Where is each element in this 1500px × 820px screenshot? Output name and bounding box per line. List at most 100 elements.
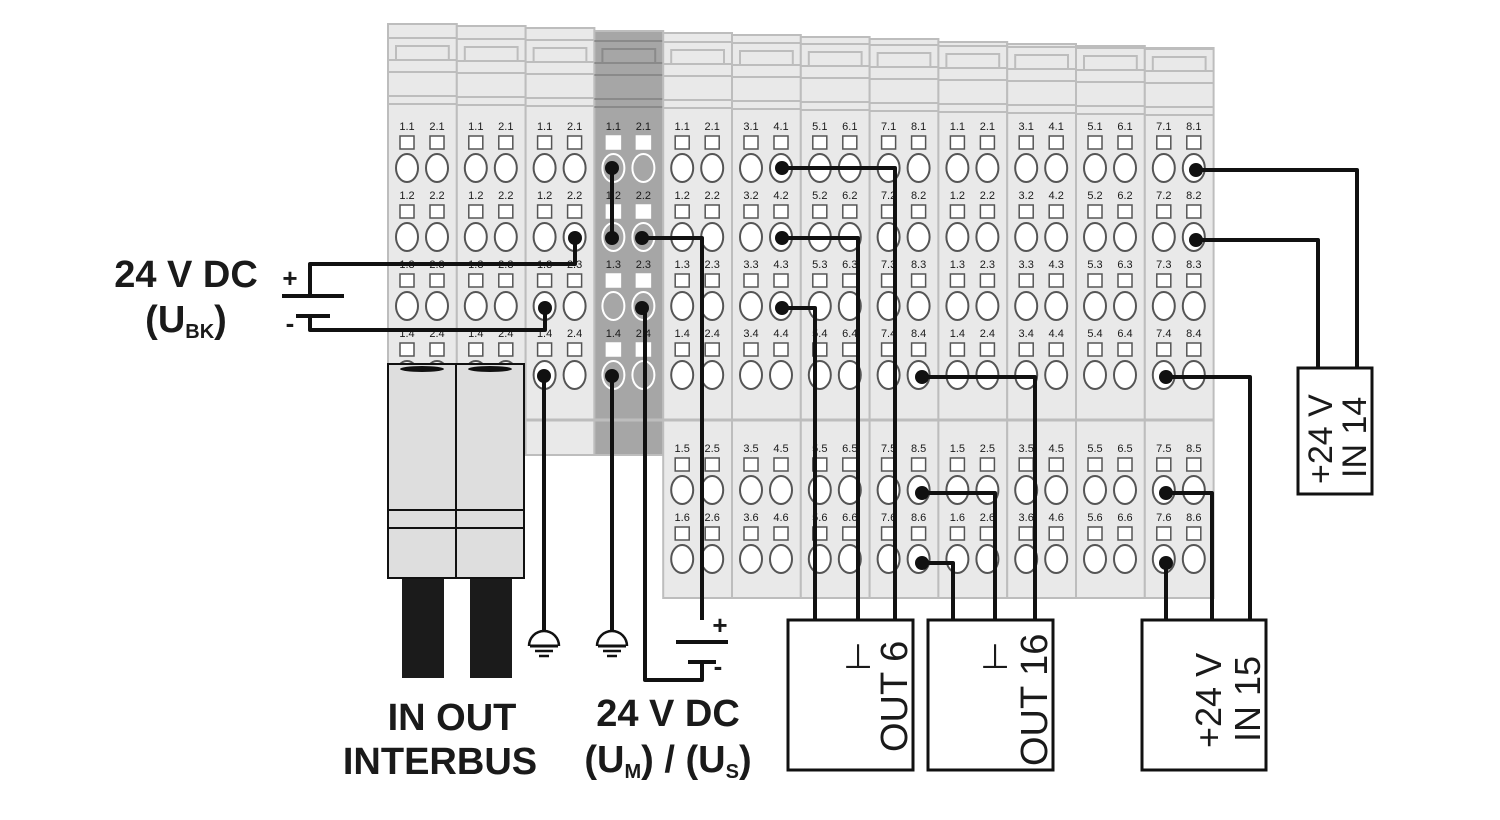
spring-terminal[interactable] [906, 291, 931, 321]
spring-terminal[interactable] [601, 291, 626, 321]
spring-terminal[interactable] [975, 153, 1000, 183]
spring-terminal[interactable] [700, 475, 725, 505]
spring-terminal[interactable] [1151, 291, 1176, 321]
spring-terminal[interactable] [1181, 544, 1206, 574]
spring-terminal[interactable] [807, 360, 832, 390]
led-indicator [842, 273, 858, 288]
spring-terminal[interactable] [1181, 291, 1206, 321]
spring-terminal[interactable] [670, 360, 695, 390]
spring-terminal[interactable] [975, 544, 1000, 574]
spring-terminal[interactable] [1113, 222, 1137, 252]
spring-terminal[interactable] [837, 291, 862, 321]
spring-terminal[interactable] [1113, 291, 1137, 321]
spring-terminal[interactable] [425, 222, 449, 252]
spring-terminal[interactable] [493, 291, 518, 321]
terminal-label: 2.4 [980, 328, 995, 340]
spring-terminal[interactable] [395, 291, 419, 321]
spring-terminal[interactable] [837, 475, 862, 505]
spring-terminal[interactable] [807, 475, 832, 505]
spring-terminal[interactable] [1083, 222, 1107, 252]
spring-terminal[interactable] [562, 153, 587, 183]
spring-terminal[interactable] [739, 153, 763, 183]
spring-terminal[interactable] [1113, 544, 1137, 574]
spring-terminal[interactable] [945, 153, 970, 183]
spring-terminal[interactable] [1044, 544, 1069, 574]
spring-terminal[interactable] [769, 475, 793, 505]
spring-terminal[interactable] [975, 222, 1000, 252]
spring-terminal[interactable] [425, 153, 449, 183]
spring-terminal[interactable] [493, 222, 518, 252]
spring-terminal[interactable] [769, 360, 793, 390]
spring-terminal[interactable] [1181, 475, 1206, 505]
spring-terminal[interactable] [837, 544, 862, 574]
spring-terminal[interactable] [670, 153, 695, 183]
spring-terminal[interactable] [945, 544, 970, 574]
led-indicator [949, 135, 966, 150]
terminal-label: 1.2 [950, 190, 965, 202]
spring-terminal[interactable] [945, 222, 970, 252]
spring-terminal[interactable] [1044, 291, 1069, 321]
spring-terminal[interactable] [1044, 475, 1069, 505]
spring-terminal[interactable] [425, 291, 449, 321]
spring-terminal[interactable] [700, 544, 725, 574]
spring-terminal[interactable] [1151, 222, 1176, 252]
spring-terminal[interactable] [1044, 153, 1069, 183]
spring-terminal[interactable] [945, 291, 970, 321]
led-indicator [1087, 342, 1103, 357]
spring-terminal[interactable] [906, 153, 931, 183]
spring-terminal[interactable] [463, 222, 488, 252]
led-indicator [498, 204, 514, 219]
spring-terminal[interactable] [1113, 475, 1137, 505]
spring-terminal[interactable] [1014, 544, 1039, 574]
spring-terminal[interactable] [670, 291, 695, 321]
led-indicator [979, 526, 996, 541]
spring-terminal[interactable] [975, 475, 1000, 505]
spring-terminal[interactable] [837, 360, 862, 390]
spring-terminal[interactable] [670, 544, 695, 574]
spring-terminal[interactable] [562, 291, 587, 321]
spring-terminal[interactable] [1083, 291, 1107, 321]
spring-terminal[interactable] [1014, 291, 1039, 321]
spring-terminal[interactable] [1014, 222, 1039, 252]
spring-terminal[interactable] [1113, 153, 1137, 183]
spring-terminal[interactable] [700, 360, 725, 390]
spring-terminal[interactable] [807, 544, 832, 574]
spring-terminal[interactable] [700, 222, 725, 252]
spring-terminal[interactable] [739, 222, 763, 252]
terminal-label: 6.6 [1117, 512, 1132, 524]
spring-terminal[interactable] [395, 222, 419, 252]
spring-terminal[interactable] [975, 291, 1000, 321]
spring-terminal[interactable] [1083, 544, 1107, 574]
spring-terminal[interactable] [670, 475, 695, 505]
spring-terminal[interactable] [562, 360, 587, 390]
led-indicator [910, 457, 927, 472]
spring-terminal[interactable] [906, 222, 931, 252]
terminal-label: 1.1 [606, 121, 621, 133]
spring-terminal[interactable] [463, 153, 488, 183]
spring-terminal[interactable] [739, 544, 763, 574]
spring-terminal[interactable] [739, 291, 763, 321]
spring-terminal[interactable] [631, 153, 656, 183]
spring-terminal[interactable] [739, 475, 763, 505]
spring-terminal[interactable] [493, 153, 518, 183]
spring-terminal[interactable] [945, 475, 970, 505]
spring-terminal[interactable] [1113, 360, 1137, 390]
spring-terminal[interactable] [700, 291, 725, 321]
terminal-label: 2.3 [980, 259, 995, 271]
spring-terminal[interactable] [532, 153, 557, 183]
spring-terminal[interactable] [1083, 475, 1107, 505]
spring-terminal[interactable] [1151, 153, 1176, 183]
spring-terminal[interactable] [1044, 360, 1069, 390]
spring-terminal[interactable] [1014, 153, 1039, 183]
spring-terminal[interactable] [463, 291, 488, 321]
spring-terminal[interactable] [1083, 153, 1107, 183]
spring-terminal[interactable] [395, 153, 419, 183]
spring-terminal[interactable] [700, 153, 725, 183]
spring-terminal[interactable] [1083, 360, 1107, 390]
spring-terminal[interactable] [532, 222, 557, 252]
spring-terminal[interactable] [769, 544, 793, 574]
spring-terminal[interactable] [1044, 222, 1069, 252]
spring-terminal[interactable] [739, 360, 763, 390]
spring-terminal[interactable] [1014, 475, 1039, 505]
